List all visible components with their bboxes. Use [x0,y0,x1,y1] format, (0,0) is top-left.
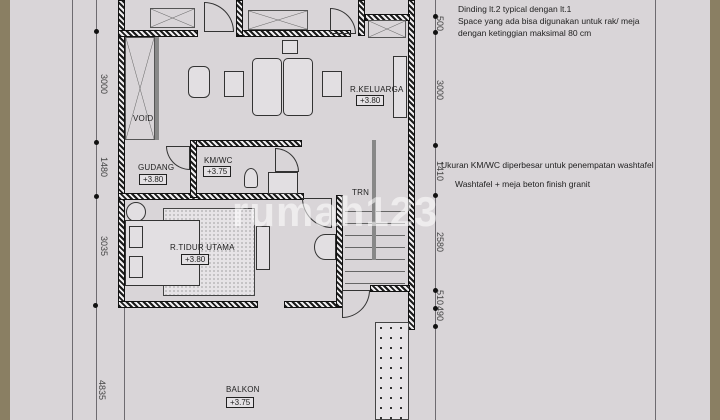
wardrobe [256,226,270,270]
balcony-edge [124,308,125,420]
opening-top-right [368,20,406,38]
dim-tick [433,324,438,329]
wall-top-divider [236,0,243,36]
side-table [224,71,244,97]
dim-right-0: 500 [435,16,445,32]
opening-top-mid [248,10,308,30]
wall-left [118,0,125,305]
wall-bedroom-bottom-right [284,301,342,308]
wall-stair-bottom [370,285,410,292]
wall-top-left [118,30,198,37]
lamp-icon [126,202,146,222]
room-label-gudang: GUDANG [138,163,175,172]
dim-tick [433,193,438,198]
dim-left-1: 1480 [99,157,109,178]
note-line-4: Ukuran KM/WC diperbesar untuk penempatan… [441,160,654,170]
sheet-border-left [72,0,73,420]
dim-tick [93,303,98,308]
washbasin-icon [268,172,298,194]
dim-left-3: 4835 [97,380,107,401]
planter-box [375,322,409,420]
note-line-3: dengan ketinggian maksimal 80 cm [458,28,592,38]
pillow [129,226,143,248]
watermark: rumah123 [232,188,439,235]
room-label-void: VOID [133,114,154,123]
room-elev-kmwc: +3.75 [203,166,232,177]
wall-top-divider-2 [358,0,365,36]
wall-bedroom-right [336,195,343,307]
wall-gudang-kmwc [190,140,197,198]
side-table [322,71,342,97]
dim-tick [94,140,99,145]
dim-right-5: 490 [435,306,445,322]
dim-tick [433,30,438,35]
room-elev-gudang: +3.80 [139,174,168,185]
armchair [188,66,210,98]
wall-mid-horizontal [118,193,304,200]
room-label-keluarga: R.KELUARGA [350,85,404,94]
note-line-5: Washtafel + meja beton finish granit [455,179,591,189]
dim-tick [94,194,99,199]
room-label-balkon: BALKON [226,385,260,394]
dim-tick [433,143,438,148]
sofa-left [252,58,282,116]
stair-railing [372,140,376,260]
lamp-icon [282,40,298,54]
room-label-kmwc: KM/WC [204,156,233,165]
dim-right-4: 510 [435,290,445,306]
pillow [129,256,143,278]
dim-left-2: 3035 [99,236,109,257]
chair [314,234,336,260]
room-elev-bedroom: +3.80 [181,254,210,265]
dim-tick [433,306,438,311]
wall-bedroom-bottom-left [118,301,258,308]
void-railing [155,37,159,140]
dim-right-1: 3000 [435,80,445,101]
wall-kmwc-top [190,140,302,147]
room-label-bedroom: R.TIDUR UTAMA [170,243,235,252]
toilet-icon [244,168,258,188]
dim-tick [433,288,438,293]
sheet-border-right [655,0,656,420]
dim-left-0: 3000 [99,74,109,95]
stair-label: TRN [352,188,370,197]
wall-right [408,0,415,330]
room-elev-keluarga: +3.80 [356,95,385,106]
dim-tick [94,29,99,34]
note-line-2: Space yang ada bisa digunakan untuk rak/… [458,16,640,26]
dim-line-right [435,0,436,420]
opening-top-left [150,8,195,28]
sofa-right [283,58,313,116]
room-elev-balkon: +3.75 [226,397,255,408]
void-area [125,37,155,140]
dim-tick [433,14,438,19]
tv-cabinet [393,56,407,118]
note-line-1: Dinding lt.2 typical dengan lt.1 [458,4,572,14]
dim-line-left [96,0,97,420]
